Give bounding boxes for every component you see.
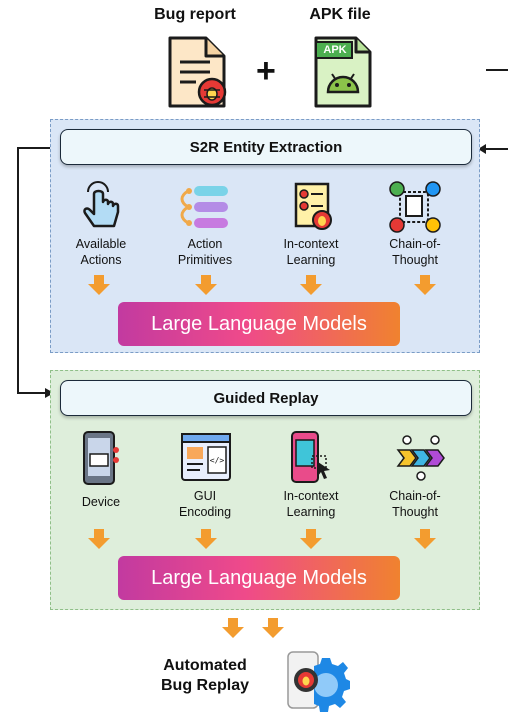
down-arrow	[300, 529, 322, 549]
apk-file-label: APK file	[309, 6, 371, 23]
device-label: Device	[81, 495, 121, 509]
down-arrow	[414, 529, 436, 549]
in-context-learning-label-2: In-context Learning	[283, 489, 339, 519]
list-options-icon	[180, 186, 228, 228]
in-context-learning-label: In-context Learning	[283, 237, 339, 267]
plus-sign: +	[256, 52, 276, 90]
apk-icon-text: APK	[323, 44, 347, 56]
bug-gear-icon	[287, 651, 350, 712]
hand-tap-icon	[83, 181, 120, 228]
workflow-chain-icon	[389, 181, 441, 233]
checklist-bug-icon	[294, 182, 332, 230]
chevron-steps-icon	[396, 435, 445, 481]
down-arrow	[222, 618, 244, 638]
down-arrow	[195, 529, 217, 549]
guided-replay-header: Guided Replay	[60, 380, 472, 416]
llm-bar-stage1: Large Language Models	[118, 302, 400, 346]
down-arrow	[88, 275, 110, 295]
down-arrow	[414, 275, 436, 295]
input-connector	[478, 69, 508, 154]
action-primitives-label: Action Primitives	[177, 237, 233, 267]
available-actions-label: Available Actions	[75, 237, 127, 267]
chain-of-thought-label: Chain-of- Thought	[389, 237, 441, 267]
code-window-icon: </>	[181, 433, 231, 481]
phone-cursor-icon	[291, 431, 330, 483]
gui-encoding-label: GUI Encoding	[178, 489, 232, 519]
apk-file-icon	[314, 36, 372, 108]
down-arrow	[262, 618, 284, 638]
down-arrow	[195, 275, 217, 295]
automated-bug-replay-label: Automated Bug Replay	[160, 657, 249, 694]
bug-report-icon	[168, 36, 227, 108]
llm-bar-stage2: Large Language Models	[118, 556, 400, 600]
svg-text:</>: </>	[210, 456, 225, 465]
stage-connector	[17, 147, 54, 398]
down-arrow	[300, 275, 322, 295]
phone-apk-icon	[83, 431, 119, 485]
s2r-extraction-header: S2R Entity Extraction	[60, 129, 472, 165]
down-arrow	[88, 529, 110, 549]
chain-of-thought-label-2: Chain-of- Thought	[389, 489, 441, 519]
bug-report-label: Bug report	[154, 6, 236, 23]
